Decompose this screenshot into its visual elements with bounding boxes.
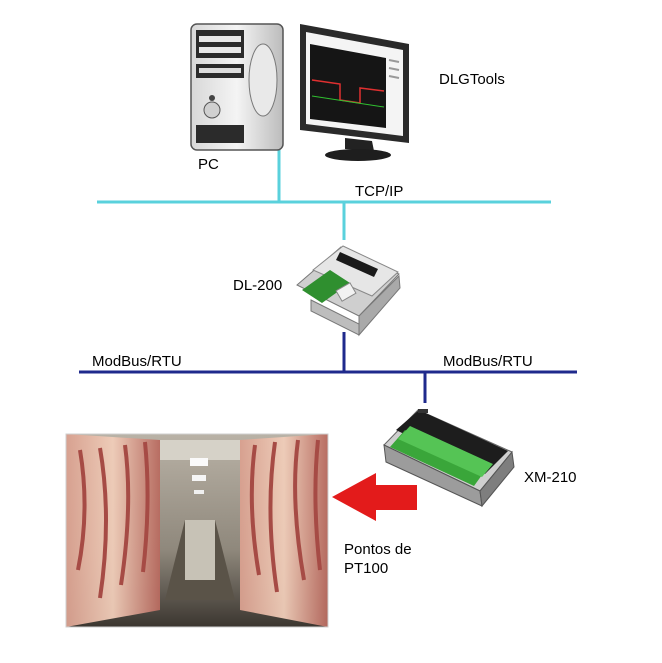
dl200-device-icon <box>296 245 401 337</box>
tcp-ip-label: TCP/IP <box>355 183 404 200</box>
xm210-label: XM-210 <box>524 469 577 486</box>
pc-tower-icon <box>190 23 284 151</box>
left-arrow-icon <box>332 473 417 521</box>
modbus-network <box>79 332 577 403</box>
dl200-label: DL-200 <box>233 277 283 294</box>
pontos-label-line2: PT100 <box>344 560 389 577</box>
modbus-left-label: ModBus/RTU <box>92 353 182 370</box>
modbus-right-label: ModBus/RTU <box>443 353 533 370</box>
pontos-label-line1: Pontos de <box>344 541 412 558</box>
software-label: DLGTools <box>439 71 505 88</box>
xm210-module-icon <box>383 409 515 508</box>
monitor-icon <box>300 24 409 161</box>
tcp-ip-network <box>97 137 551 240</box>
cold-storage-photo <box>65 433 329 628</box>
pc-label: PC <box>198 156 219 173</box>
